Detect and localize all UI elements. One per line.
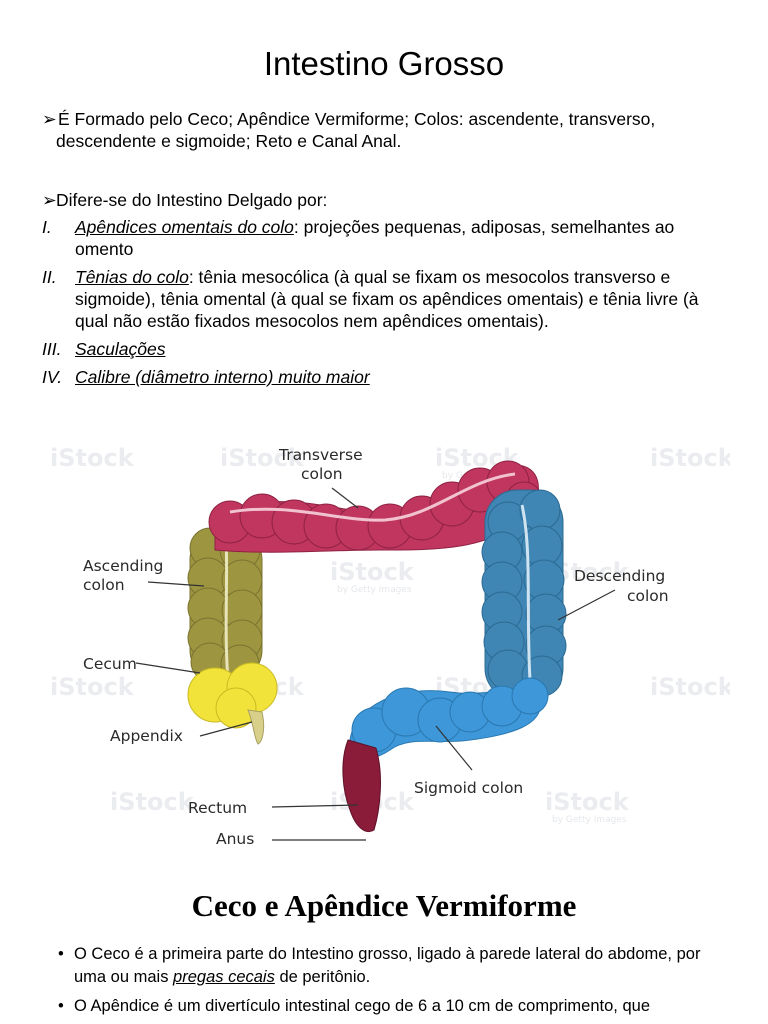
cecum-shape <box>187 662 278 729</box>
watermark-group: iStock iStock iStock iStock iStock iStoc… <box>50 444 735 825</box>
watermark-subtext: by Getty Images <box>337 585 412 595</box>
rectum-shape <box>342 739 381 833</box>
label-ascending-1: Ascending <box>83 557 163 575</box>
label-descending-2: colon <box>627 587 669 605</box>
list-text: : tênia mesocólica (à qual se fixam os m… <box>75 267 699 331</box>
label-rectum: Rectum <box>188 799 247 817</box>
leader-line <box>147 581 205 587</box>
list-number: IV. <box>42 367 63 387</box>
large-intestine-diagram: iStock iStock iStock iStock iStock iStoc… <box>50 444 735 848</box>
list-item: • O Ceco é a primeira parte do Intestino… <box>58 943 728 989</box>
list-number: III. <box>42 339 62 359</box>
list-text: : projeções pequenas, adiposas, semelhan… <box>75 217 675 259</box>
arrow-bullet-icon: ➢ <box>42 109 57 129</box>
bullet-text-end: de peritônio. <box>274 968 371 986</box>
list-number: II. <box>42 267 57 287</box>
list-term: Calibre (diâmetro interno) muito maior <box>75 367 370 387</box>
sigmoid-colon-shape <box>349 677 549 758</box>
label-appendix: Appendix <box>110 727 183 745</box>
watermark-subtext: by Getty Images <box>552 815 627 825</box>
descending-colon-shape <box>481 489 567 701</box>
label-transverse-2: colon <box>301 465 343 483</box>
section-title: Ceco e Apêndice Vermiforme <box>191 888 577 923</box>
label-transverse-1: Transverse <box>278 446 363 464</box>
list-term: Apêndices omentais do colo <box>75 217 294 237</box>
label-descending-1: Descending <box>574 567 665 585</box>
leader-line <box>435 725 473 771</box>
label-cecum: Cecum <box>83 655 137 673</box>
list-term: Saculações <box>75 339 166 359</box>
leader-line <box>199 721 253 737</box>
page-title: Intestino Grosso <box>263 45 505 82</box>
watermark-text: iStock <box>220 444 305 472</box>
label-anus: Anus <box>216 830 254 848</box>
list-item: IV. Calibre (diâmetro interno) muito mai… <box>42 366 722 388</box>
list-item: I. Apêndices omentais do colo: projeções… <box>42 216 722 260</box>
watermark-text: iStock <box>545 788 630 816</box>
list-item: II. Tênias do colo: tênia mesocólica (à … <box>42 266 722 332</box>
watermark-text: iStock <box>650 673 730 701</box>
watermark-text: iStock <box>330 558 415 586</box>
appendix-shape <box>247 709 265 745</box>
arrow-bullet-icon: ➢ <box>42 190 57 210</box>
list-item: III. Saculações <box>42 338 722 360</box>
transverse-colon-shape <box>208 460 543 553</box>
watermark-text: iStock <box>110 788 195 816</box>
intro-section: ➢É Formado pelo Ceco; Apêndice Vermiform… <box>42 108 722 152</box>
leader-line <box>331 487 359 509</box>
differs-heading: ➢Difere-se do Intestino Delgado por: <box>42 189 722 211</box>
label-sigmoid: Sigmoid colon <box>414 779 523 797</box>
leader-lines <box>135 487 616 841</box>
bullet-emphasis: pregas cecais <box>173 968 275 986</box>
leader-line <box>557 589 616 621</box>
list-term: Tênias do colo <box>75 267 189 287</box>
large-intestine-figure: iStock iStock iStock iStock iStock iStoc… <box>40 430 735 860</box>
differs-text: Difere-se do Intestino Delgado por: <box>56 190 328 210</box>
leader-line <box>271 804 359 808</box>
intro-bullet: ➢É Formado pelo Ceco; Apêndice Vermiform… <box>42 108 722 130</box>
differences-list: I. Apêndices omentais do colo: projeções… <box>42 216 722 394</box>
list-item: • O Apêndice é um divertículo intestinal… <box>58 995 728 1018</box>
watermark-text: iStock <box>50 673 135 701</box>
intro-line-2: descendente e sigmoide; Reto e Canal Ana… <box>56 131 402 151</box>
list-number: I. <box>42 217 52 237</box>
label-ascending-2: colon <box>83 576 125 594</box>
bullet-dot-icon: • <box>58 997 64 1015</box>
watermark-text: iStock <box>650 444 730 472</box>
bullet-dot-icon: • <box>58 945 64 963</box>
watermark-text: iStock <box>50 444 135 472</box>
section-bullets: • O Ceco é a primeira parte do Intestino… <box>58 943 728 1024</box>
bullet-text: O Apêndice é um divertículo intestinal c… <box>74 997 650 1015</box>
intro-line-1: É Formado pelo Ceco; Apêndice Vermiforme… <box>58 109 656 129</box>
leader-line <box>135 662 201 674</box>
bullet-text: O Ceco é a primeira parte do Intestino g… <box>74 945 701 986</box>
